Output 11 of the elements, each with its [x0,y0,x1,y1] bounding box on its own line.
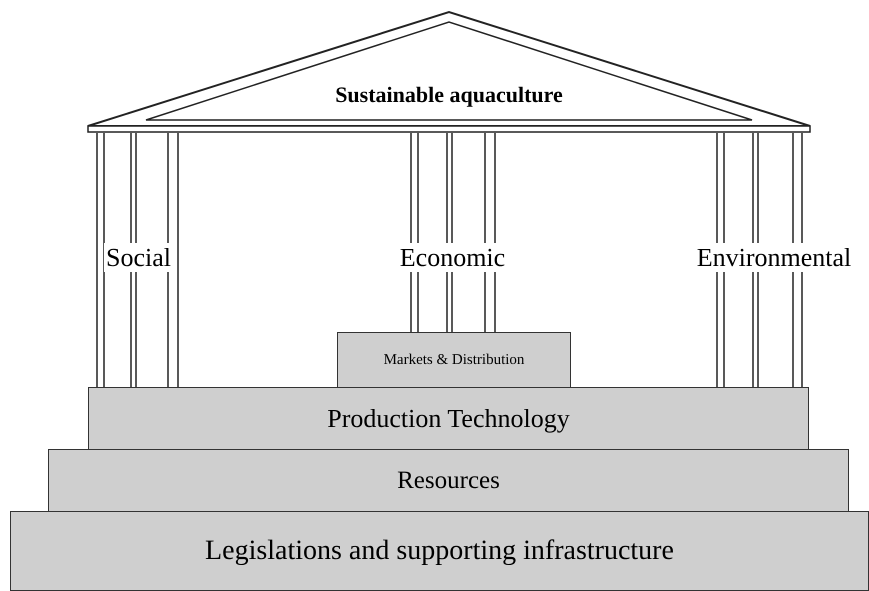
pillar-label: Economic [398,243,508,272]
block-label: Resources [397,466,500,494]
foundation-block [48,449,849,512]
pillar-label: Social [104,243,173,272]
foundation-block [10,511,869,591]
foundation-block [88,387,809,450]
block-label: Production Technology [327,404,570,434]
foundation-block [337,332,571,388]
block-label: Legislations and supporting infrastructure [205,535,674,567]
block-label: Markets & Distribution [384,352,524,368]
pillar-label: Environmental [694,243,854,272]
